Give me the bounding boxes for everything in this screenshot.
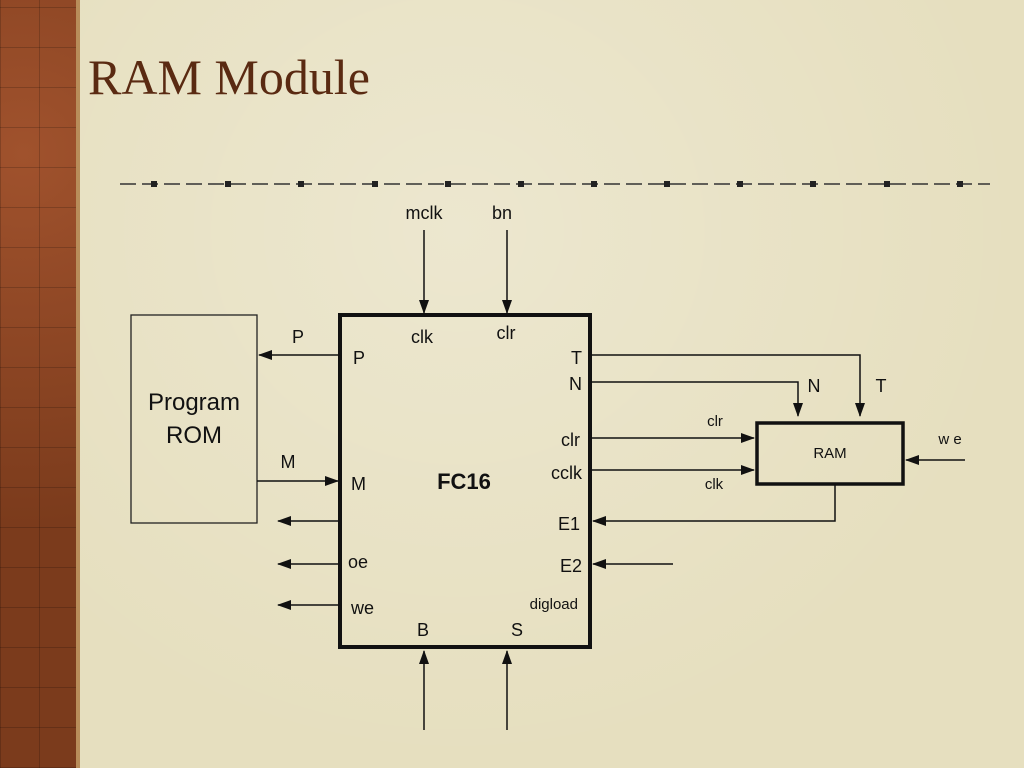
digload-label: digload [530, 596, 578, 613]
port-t: T [571, 348, 582, 368]
port-clr-top: clr [497, 323, 516, 343]
port-e1: E1 [558, 514, 580, 534]
port-m: M [351, 474, 366, 494]
bn-label: bn [492, 203, 512, 223]
ram-label: RAM [813, 445, 846, 462]
port-oe: oe [348, 552, 368, 572]
slide-background [80, 0, 1024, 768]
ram-t-label: T [876, 376, 887, 396]
t-wire [590, 354, 865, 417]
fc16-block [338, 313, 592, 649]
ram-clk-label: clk [705, 476, 724, 493]
port-cclk: cclk [551, 463, 583, 483]
port-clr: clr [561, 430, 580, 450]
rom-label-line1: Program [148, 389, 240, 416]
mclk-label: mclk [406, 203, 444, 223]
port-we: we [350, 598, 374, 618]
port-n: N [569, 374, 582, 394]
rom-label-line2: ROM [166, 422, 222, 449]
separator-line [120, 181, 990, 187]
ram-n-label: N [808, 376, 821, 396]
program-rom-block [130, 314, 258, 524]
fc16-label: FC16 [437, 469, 491, 494]
slide-title: RAM Module [88, 49, 370, 105]
p-signal-label: P [292, 327, 304, 347]
decorative-sidebar [0, 0, 78, 768]
ram-block [755, 421, 905, 486]
m-signal-label: M [281, 452, 296, 472]
port-clk: clk [411, 327, 434, 347]
n-wire [590, 381, 803, 417]
port-b: B [417, 620, 429, 640]
ram-output-wire [592, 484, 836, 526]
ram-we-label: w e [937, 431, 961, 448]
port-p: P [353, 348, 365, 368]
sidebar-edge [76, 0, 80, 768]
port-s: S [511, 620, 523, 640]
port-e2: E2 [560, 556, 582, 576]
ram-clr-label: clr [707, 413, 723, 430]
